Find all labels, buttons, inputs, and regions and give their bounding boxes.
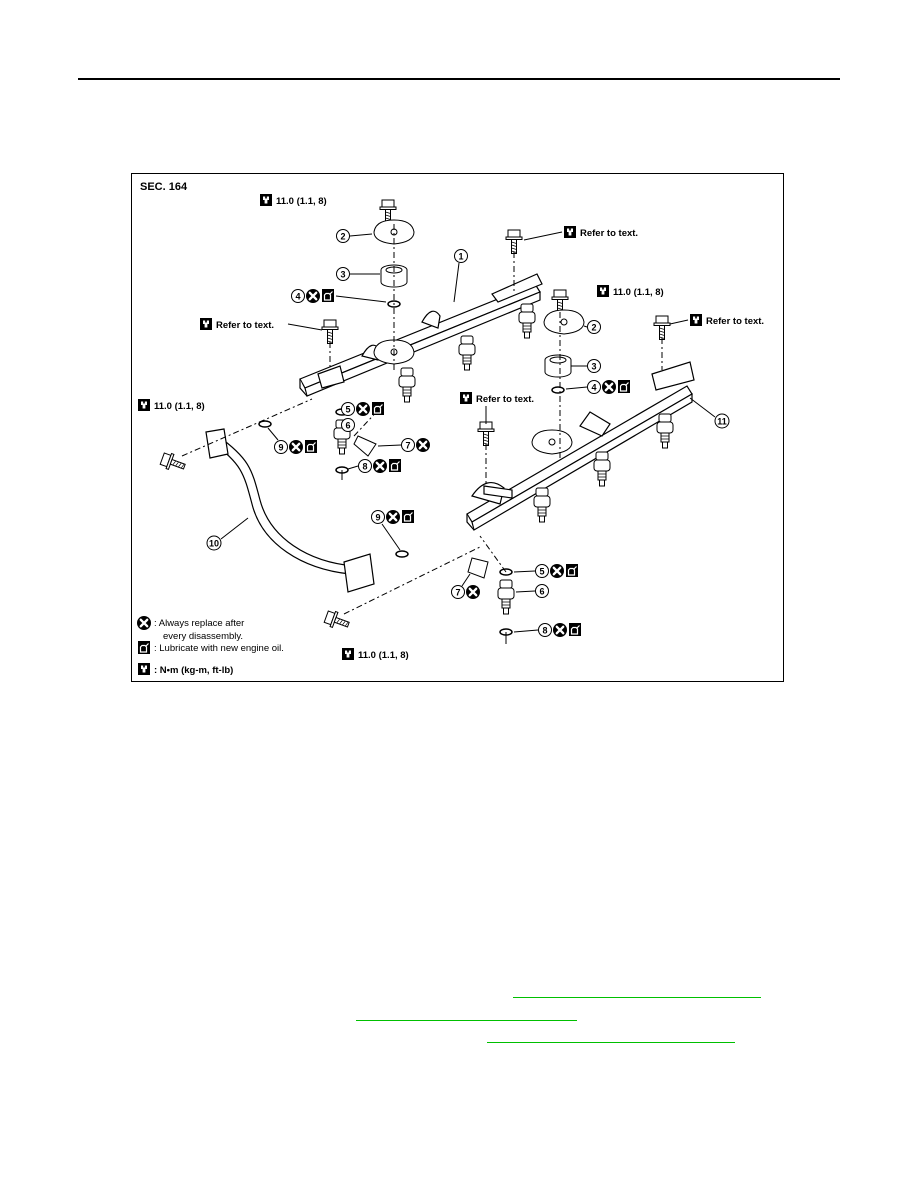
torque-wrench-icon [460,392,472,404]
oil-can-icon [388,458,402,473]
torque-wrench-icon [342,648,354,660]
oil-can-icon [371,401,385,416]
callout-4-right: 4 [565,378,631,396]
oil-can-icon [565,563,579,578]
link-underline-1[interactable] [513,997,761,998]
fuel-feed-tube [205,428,375,593]
section-number: SEC. 164 [140,181,188,193]
always-replace-icon [551,621,569,639]
torque-wrench-icon [138,663,150,675]
link-underline-3[interactable] [487,1042,735,1043]
oil-can-icon [401,509,415,524]
always-replace-icon [548,562,566,580]
svg-text:6: 6 [539,587,544,597]
callout-8-right: 8 [513,621,582,639]
torque-wrench-icon [200,318,212,330]
callout-9-left: 9 [267,427,318,456]
svg-text:4: 4 [591,383,596,393]
always-replace-icon [287,438,305,456]
callout-10: 10 [206,517,249,551]
torque-label-bottom: 11.0 (1.1, 8) [342,648,409,661]
svg-text:7: 7 [405,441,410,451]
torque-label-top: 11.0 (1.1, 8) [260,194,327,207]
callout-9-right: 9 [371,508,415,551]
callout-6-left: 6 [341,418,355,432]
torque-wrench-icon [597,285,609,297]
svg-text:every disassembly.: every disassembly. [163,631,243,642]
oil-can-icon [137,640,151,655]
callout-8-left: 8 [347,457,402,475]
torque-wrench-icon [138,399,150,411]
callout-5-left: 5 [341,400,385,418]
refer-label-1: Refer to text. [523,226,638,241]
svg-text:11.0 (1.1, 8): 11.0 (1.1, 8) [358,650,409,661]
always-replace-icon [135,614,153,632]
always-replace-icon [371,457,389,475]
svg-text:Refer to text.: Refer to text. [580,228,638,239]
callout-7-left: 7 [377,436,432,454]
svg-text:11.0 (1.1, 8): 11.0 (1.1, 8) [276,196,327,207]
svg-text:: N•m (kg-m, ft-lb): : N•m (kg-m, ft-lb) [154,665,233,676]
svg-text:9: 9 [278,443,283,453]
svg-text:6: 6 [345,421,350,431]
svg-text:5: 5 [345,405,350,415]
callout-11: 11 [689,397,730,429]
svg-text:1: 1 [458,252,463,262]
refer-label-3: Refer to text. [669,314,764,327]
link-underline-2[interactable] [356,1020,577,1021]
svg-text:4: 4 [295,292,300,302]
torque-wrench-icon [690,314,702,326]
svg-text:8: 8 [362,462,367,472]
svg-text:2: 2 [591,323,596,333]
callout-3-left: 3 [336,267,380,281]
svg-text:3: 3 [591,362,596,372]
svg-text:Refer to text.: Refer to text. [706,316,764,327]
svg-text:7: 7 [455,588,460,598]
svg-text:9: 9 [375,513,380,523]
oil-can-icon [304,439,318,454]
fuel-tube-left [299,273,543,397]
always-replace-icon [354,400,372,418]
svg-text:: Always replace after: : Always replace after [154,618,244,629]
svg-text:11: 11 [717,417,727,427]
callout-1: 1 [453,249,468,303]
always-replace-icon [414,436,432,454]
svg-text:Refer to text.: Refer to text. [476,394,534,405]
legend: : Always replace after every disassembly… [135,614,284,676]
svg-text:8: 8 [542,626,547,636]
header-rule [78,78,840,80]
callout-5-right: 5 [513,562,579,580]
always-replace-icon [600,378,618,396]
svg-text:11.0 (1.1, 8): 11.0 (1.1, 8) [154,401,205,412]
callout-3-right: 3 [571,359,601,373]
always-replace-icon [304,287,322,305]
refer-label-2: Refer to text. [200,318,323,331]
callout-7-right: 7 [451,573,482,601]
torque-wrench-icon [564,226,576,238]
callout-4-left: 4 [291,287,387,305]
svg-text:Refer to text.: Refer to text. [216,320,274,331]
svg-text:3: 3 [340,270,345,280]
oil-can-icon [321,288,335,303]
svg-text:5: 5 [539,567,544,577]
torque-label-left: 11.0 (1.1, 8) [138,399,205,412]
callout-6-right: 6 [515,584,549,598]
fuel-injector-exploded-diagram: SEC. 164 [131,173,784,682]
torque-label-right: 11.0 (1.1, 8) [597,285,664,298]
svg-text:2: 2 [340,232,345,242]
torque-wrench-icon [260,194,272,206]
oil-can-icon [568,622,582,637]
svg-text:: Lubricate with new engine oi: : Lubricate with new engine oil. [154,643,284,654]
svg-text:11.0 (1.1, 8): 11.0 (1.1, 8) [613,287,664,298]
callout-2-left: 2 [336,229,373,243]
always-replace-icon [464,583,482,601]
refer-label-4: Refer to text. [460,392,534,424]
oil-can-icon [617,379,631,394]
callout-2-right: 2 [583,320,601,334]
svg-text:10: 10 [209,539,219,549]
always-replace-icon [384,508,402,526]
